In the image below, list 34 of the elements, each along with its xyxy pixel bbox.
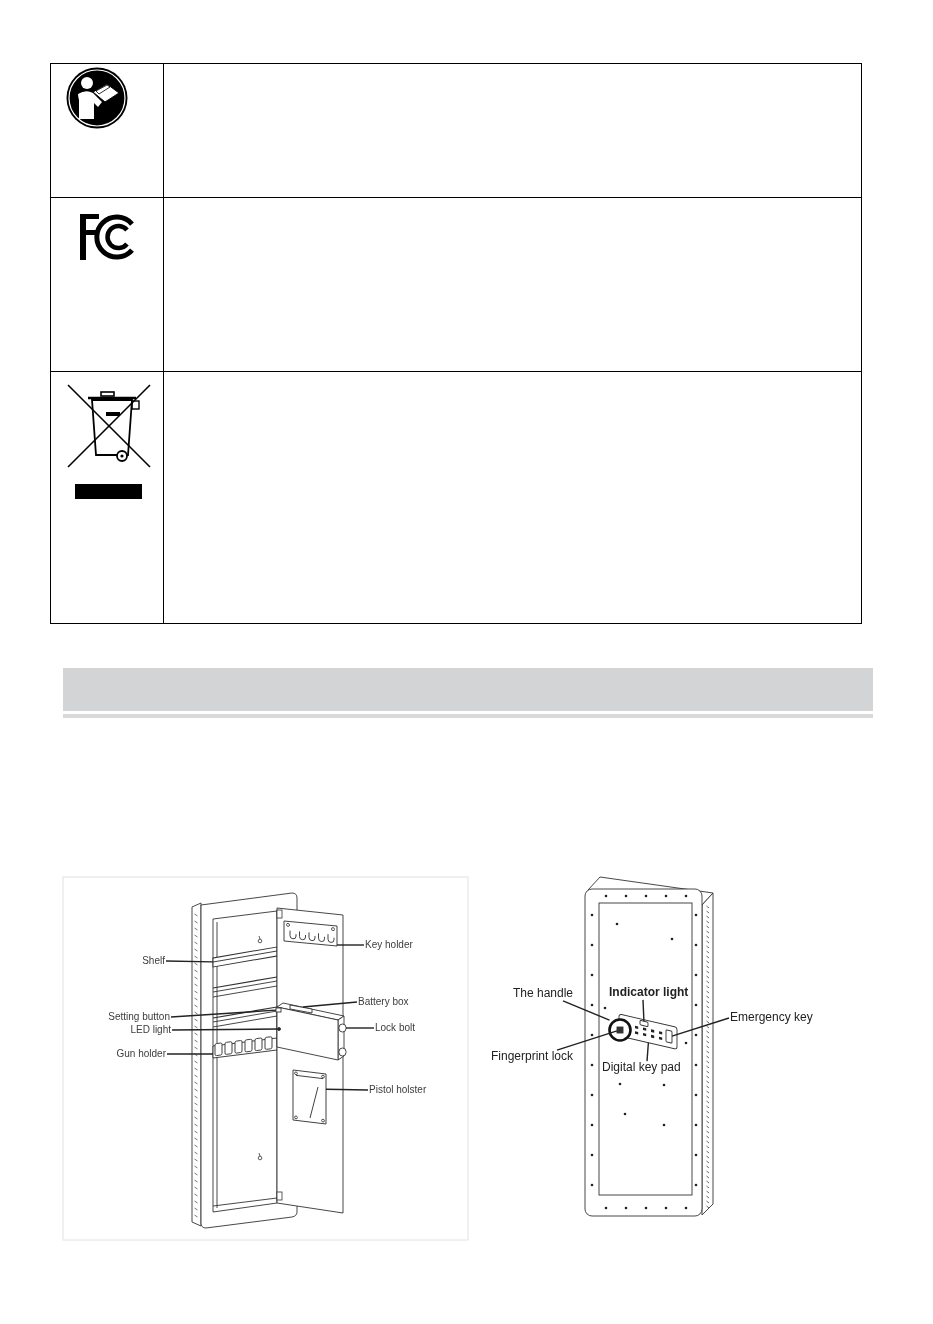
part-label: Emergency key [730, 1011, 813, 1025]
part-label: Shelf [142, 955, 165, 967]
part-label: Battery box [358, 996, 409, 1008]
part-label: The handle [513, 987, 574, 1001]
part-label: Setting button [108, 1011, 170, 1023]
fingerprint-sensor [616, 1026, 624, 1034]
leader-line [556, 1030, 618, 1051]
leader-line [302, 1001, 358, 1008]
leader-line [166, 1053, 214, 1055]
key-slot [665, 1029, 673, 1044]
part-label: Lock bolt [375, 1022, 416, 1034]
part-label: Gun holder [116, 1048, 166, 1060]
push-button [275, 1007, 282, 1013]
led-dot [277, 1027, 281, 1031]
leader-line [170, 1009, 277, 1018]
leader-line [345, 1027, 375, 1029]
part-label: Indicator light [609, 986, 689, 1000]
part-label: Key holder [365, 939, 413, 951]
leader-line [171, 1028, 279, 1031]
holster-pocket [292, 1069, 327, 1125]
leader-line [562, 1000, 611, 1021]
leader-line [642, 999, 645, 1022]
battery-compartment [289, 1004, 313, 1014]
lock-bolt [338, 1023, 347, 1033]
part-label: Fingerprint lock [491, 1050, 574, 1064]
hook-rack [283, 920, 338, 947]
leader-line [165, 960, 214, 963]
leader-line [646, 1042, 650, 1062]
part-label: LED light [130, 1024, 171, 1036]
leader-line [336, 944, 365, 946]
part-label: Digital key pad [602, 1061, 681, 1075]
indicator-lamp [639, 1019, 649, 1028]
leader-line [325, 1088, 369, 1091]
part-label: Pistol holster [369, 1084, 427, 1096]
